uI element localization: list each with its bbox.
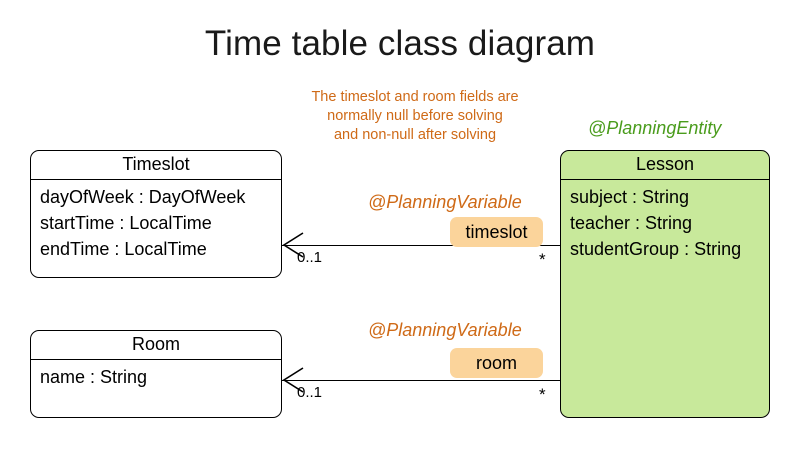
note-line-1: The timeslot and room fields are bbox=[311, 89, 519, 105]
multiplicity-target-room: 0..1 bbox=[297, 384, 323, 401]
class-box-timeslot[interactable]: Timeslot dayOfWeek : DayOfWeek startTime… bbox=[30, 150, 282, 278]
class-attributes-lesson: subject : String teacher : String studen… bbox=[561, 180, 769, 262]
attribute-row: studentGroup : String bbox=[570, 239, 742, 259]
association-line-room bbox=[282, 380, 560, 381]
page-title: Time table class diagram bbox=[204, 24, 596, 63]
class-title-room: Room bbox=[31, 331, 281, 360]
class-attributes-room: name : String bbox=[31, 360, 281, 390]
stereotype-planning-variable-timeslot: @PlanningVariable bbox=[368, 192, 522, 212]
class-title-lesson: Lesson bbox=[561, 151, 769, 180]
class-box-room[interactable]: Room name : String bbox=[30, 330, 282, 418]
variable-badge-room[interactable]: room bbox=[450, 348, 543, 378]
stereotype-planning-entity: @PlanningEntity bbox=[588, 118, 722, 138]
association-line-timeslot bbox=[282, 245, 560, 246]
class-box-lesson[interactable]: Lesson subject : String teacher : String… bbox=[560, 150, 770, 418]
multiplicity-source-room: * bbox=[539, 385, 546, 404]
class-attributes-timeslot: dayOfWeek : DayOfWeek startTime : LocalT… bbox=[31, 180, 281, 262]
class-title-timeslot: Timeslot bbox=[31, 151, 281, 180]
multiplicity-source-timeslot: * bbox=[539, 250, 546, 269]
attribute-row: dayOfWeek : DayOfWeek bbox=[40, 187, 246, 207]
attribute-row: teacher : String bbox=[570, 213, 693, 233]
attribute-row: endTime : LocalTime bbox=[40, 239, 207, 259]
attribute-row: subject : String bbox=[570, 187, 690, 207]
stereotype-planning-variable-room: @PlanningVariable bbox=[368, 320, 522, 340]
variable-badge-timeslot[interactable]: timeslot bbox=[450, 217, 543, 247]
note-line-3: and non-null after solving bbox=[333, 127, 497, 143]
attribute-row: name : String bbox=[40, 367, 148, 387]
attribute-row: startTime : LocalTime bbox=[40, 213, 212, 233]
multiplicity-target-timeslot: 0..1 bbox=[297, 249, 323, 266]
explanatory-note: The timeslot and room fields are normall… bbox=[295, 88, 535, 145]
note-line-2: normally null before solving bbox=[327, 108, 503, 124]
